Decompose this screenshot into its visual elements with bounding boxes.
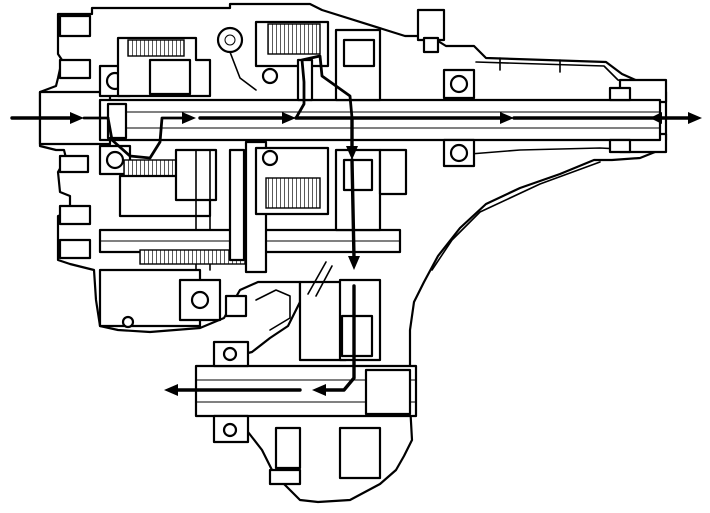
planetary-gearset	[116, 36, 218, 271]
bolt-boss	[58, 154, 90, 174]
main-shaft	[98, 98, 662, 142]
arrowhead-front-output	[164, 384, 178, 396]
flow-clutch-path	[294, 54, 354, 120]
drive-sprocket	[334, 28, 408, 232]
shift-motor	[98, 268, 291, 331]
clutch-plates-top	[267, 23, 321, 55]
driven-sprocket	[340, 314, 374, 358]
chain-case	[298, 261, 382, 362]
front-output-assembly	[194, 340, 418, 486]
arrowhead-rear-output	[688, 112, 702, 124]
arrowhead-input	[70, 112, 84, 124]
case-rear-edge	[431, 161, 601, 271]
speed-sensor	[416, 8, 446, 42]
bolt-boss	[58, 238, 92, 260]
shift-rail	[98, 140, 402, 274]
clutch-plates-bottom	[265, 177, 321, 209]
bolt-boss	[58, 58, 92, 80]
bolt-boss	[58, 14, 92, 38]
rear-bearings	[416, 8, 632, 168]
bolt-boss	[58, 204, 92, 226]
rear-bearing-ball	[449, 143, 469, 163]
power-flow-arrows	[10, 54, 702, 396]
left-flange-bolts	[58, 14, 92, 260]
rear-bearing-ball	[449, 74, 469, 94]
planetary-ring-gear-top	[127, 39, 185, 57]
shift-fork	[228, 148, 246, 262]
oil-pump-gear	[216, 26, 244, 54]
front-output-flange	[364, 368, 412, 416]
oil-pump	[216, 26, 257, 91]
front-output-bearing	[338, 426, 382, 480]
